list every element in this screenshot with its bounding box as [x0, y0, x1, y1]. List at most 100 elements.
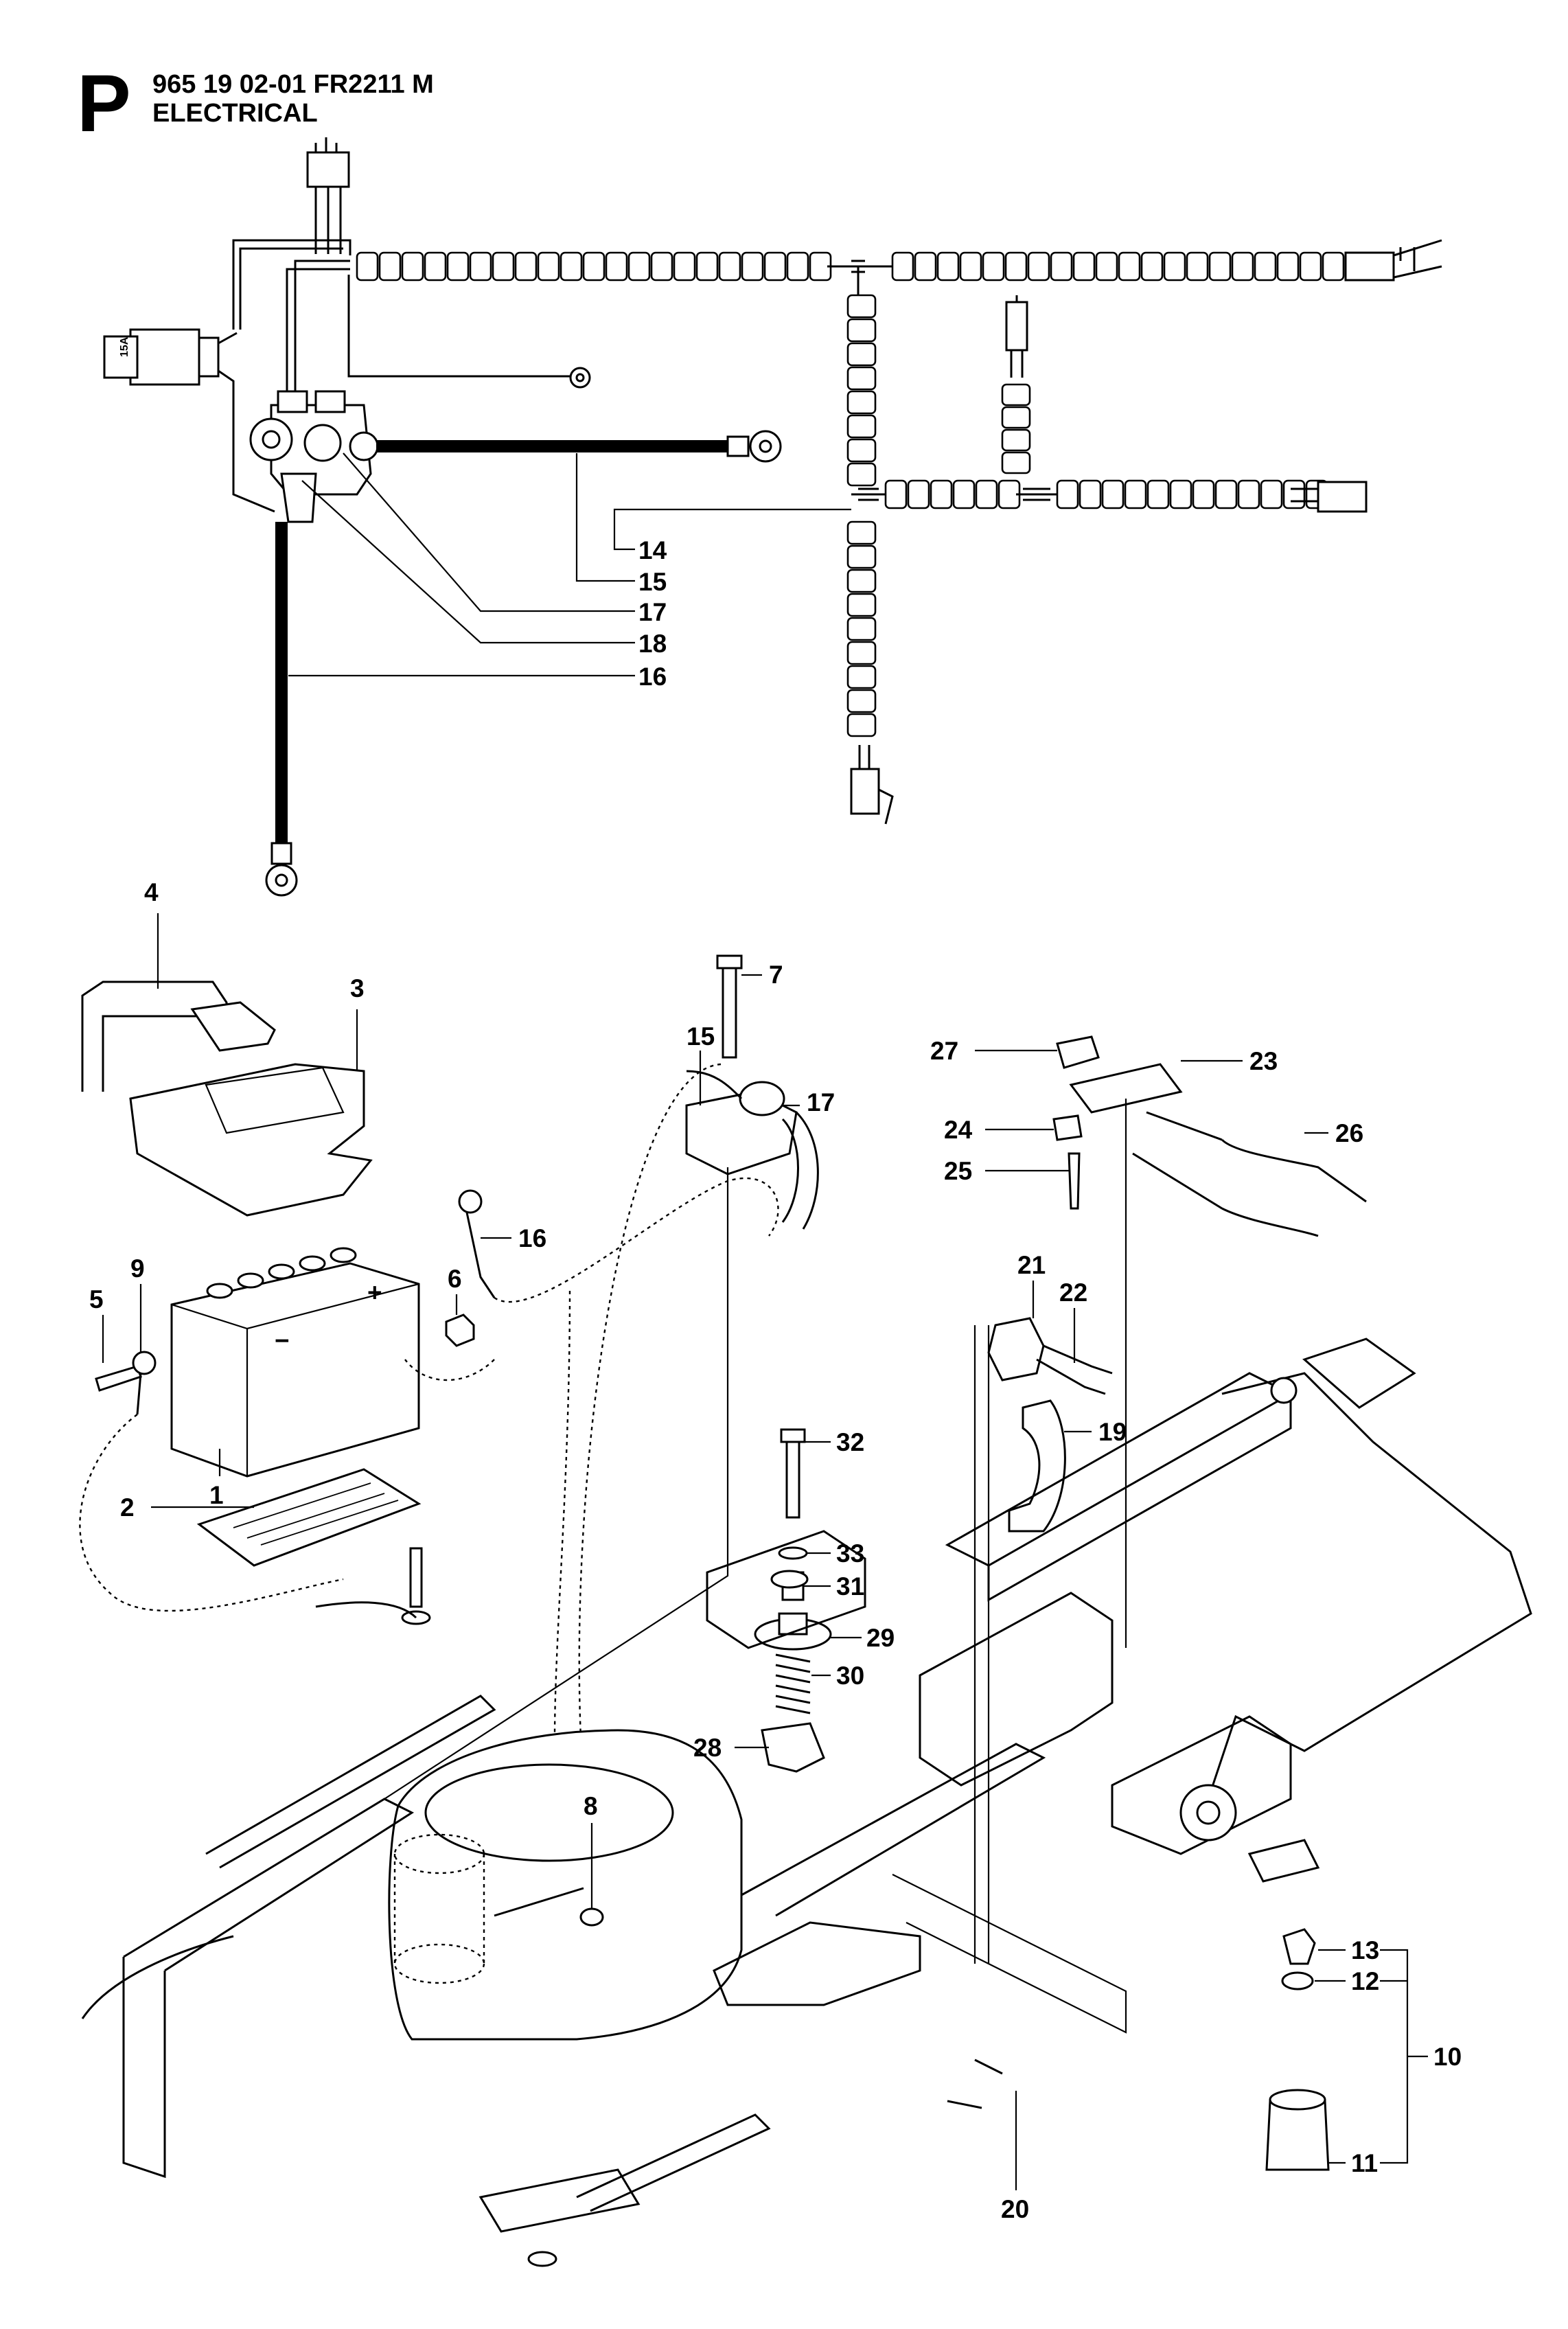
cable-positive-sleeve — [726, 435, 750, 457]
safety-switch — [987, 1317, 1045, 1381]
wiring-harness: 15A — [103, 137, 1442, 897]
battery-plus-mark: + — [367, 1278, 382, 1307]
harness-right-branch — [1056, 479, 1328, 509]
harness-bead — [446, 251, 470, 282]
positive-cable-route — [494, 1177, 779, 1303]
harness-bead — [1214, 479, 1238, 509]
ignition-key — [1282, 1928, 1316, 1965]
harness-end-plug-right — [1344, 251, 1395, 282]
harness-bead — [1124, 479, 1147, 509]
callout-1: 1 — [209, 1481, 224, 1509]
harness-bead — [846, 713, 877, 737]
frame-front-plate — [479, 2168, 641, 2233]
callout-10: 10 — [1433, 2043, 1462, 2071]
leader-17a — [343, 452, 635, 612]
switch-bracket — [1008, 1399, 1066, 1533]
battery-strap-hook — [190, 1001, 276, 1052]
harness-bead — [846, 520, 877, 545]
callout-24: 24 — [944, 1116, 973, 1144]
rear-axle-hole — [1196, 1800, 1221, 1825]
harness-bead — [1163, 251, 1186, 282]
ignition-switch — [1265, 2100, 1330, 2171]
callout-20: 20 — [1001, 2195, 1029, 2223]
wire-fuse-top-2 — [239, 247, 343, 330]
callout-15: 15 — [638, 568, 667, 596]
harness-bead — [1322, 251, 1345, 282]
harness-bead — [401, 251, 424, 282]
harness-bead — [1118, 251, 1141, 282]
chassis-and-engine — [81, 1338, 1532, 2267]
harness-bead — [1095, 251, 1118, 282]
negative-cable-route — [79, 1414, 344, 1612]
harness-bead — [582, 251, 606, 282]
negative-lead — [136, 1373, 142, 1415]
harness-bead — [930, 479, 953, 509]
battery-minus-mark: − — [275, 1327, 290, 1355]
callout-14: 14 — [638, 536, 667, 564]
wire-solenoid-2 — [286, 268, 350, 439]
harness-end-terminals — [1393, 239, 1442, 279]
plunger-bolt-head — [780, 1428, 806, 1443]
frame-mid-plate — [919, 1592, 1114, 1787]
switch-plunger — [1068, 1152, 1081, 1210]
battery-cover-top — [205, 1066, 345, 1134]
battery — [170, 1262, 420, 1478]
harness-bead — [846, 641, 877, 665]
callout-3: 3 — [350, 974, 365, 1002]
harness-bead — [650, 251, 673, 282]
plunger-bolt — [785, 1434, 800, 1519]
plunger-washer — [778, 1546, 808, 1560]
harness-bead — [936, 251, 960, 282]
harness-junction-right — [1016, 487, 1057, 501]
ignition-assembly — [1265, 1928, 1428, 2171]
page-header: P 965 19 02-01 FR2211 M ELECTRICAL — [0, 0, 1568, 144]
battery-pad-texture — [233, 1482, 399, 1546]
frame-bumper — [81, 1935, 234, 2019]
positive-lead — [465, 1212, 496, 1298]
harness-bead — [627, 251, 651, 282]
harness-bead — [891, 251, 914, 282]
harness-bead — [1001, 406, 1031, 429]
harness-bead — [846, 390, 877, 415]
harness-bead — [1146, 479, 1170, 509]
harness-bead — [356, 251, 379, 282]
harness-bead — [1282, 479, 1306, 509]
harness-bead — [718, 251, 741, 282]
harness-bead — [846, 318, 877, 343]
harness-chassis-terminals — [947, 2058, 1003, 2109]
harness-bead — [1276, 251, 1300, 282]
harness-bead — [846, 462, 877, 487]
battery-strap — [81, 980, 228, 1092]
callout-8: 8 — [584, 1792, 598, 1820]
harness-bead — [1231, 251, 1254, 282]
harness-bead — [846, 665, 877, 689]
wire-fuse-top — [232, 239, 351, 330]
section-letter: P — [77, 58, 131, 149]
safety-switch-wires — [1036, 1344, 1113, 1395]
harness-bead — [763, 251, 787, 282]
harness-junction-mid — [851, 487, 886, 501]
switch-plate — [1069, 1063, 1183, 1114]
leader-15a — [575, 453, 635, 582]
frame-rear-top — [1302, 1338, 1416, 1409]
harness-bead — [846, 342, 877, 367]
harness-bead — [1001, 428, 1031, 452]
solenoid-wire-b — [795, 1111, 819, 1230]
callout-5: 5 — [89, 1285, 104, 1313]
frame-rear-section — [1207, 1372, 1532, 1800]
cable-positive-ring-hole — [759, 439, 772, 453]
callout-32: 32 — [836, 1428, 864, 1456]
callout-15-lower: 15 — [687, 1022, 715, 1051]
harness-bead — [952, 479, 976, 509]
harness-bead — [846, 294, 877, 319]
harness-bead — [846, 438, 877, 463]
harness-upper-branch — [1001, 383, 1031, 474]
harness-bead — [1260, 479, 1283, 509]
harness-bead — [846, 414, 877, 439]
starter-solenoid — [249, 390, 379, 523]
fuse-rating-label: 15A — [119, 336, 130, 357]
harness-bead — [492, 251, 515, 282]
harness-bead — [1027, 251, 1050, 282]
harness-top-plug-wires — [314, 187, 342, 254]
harness-bead — [982, 251, 1005, 282]
